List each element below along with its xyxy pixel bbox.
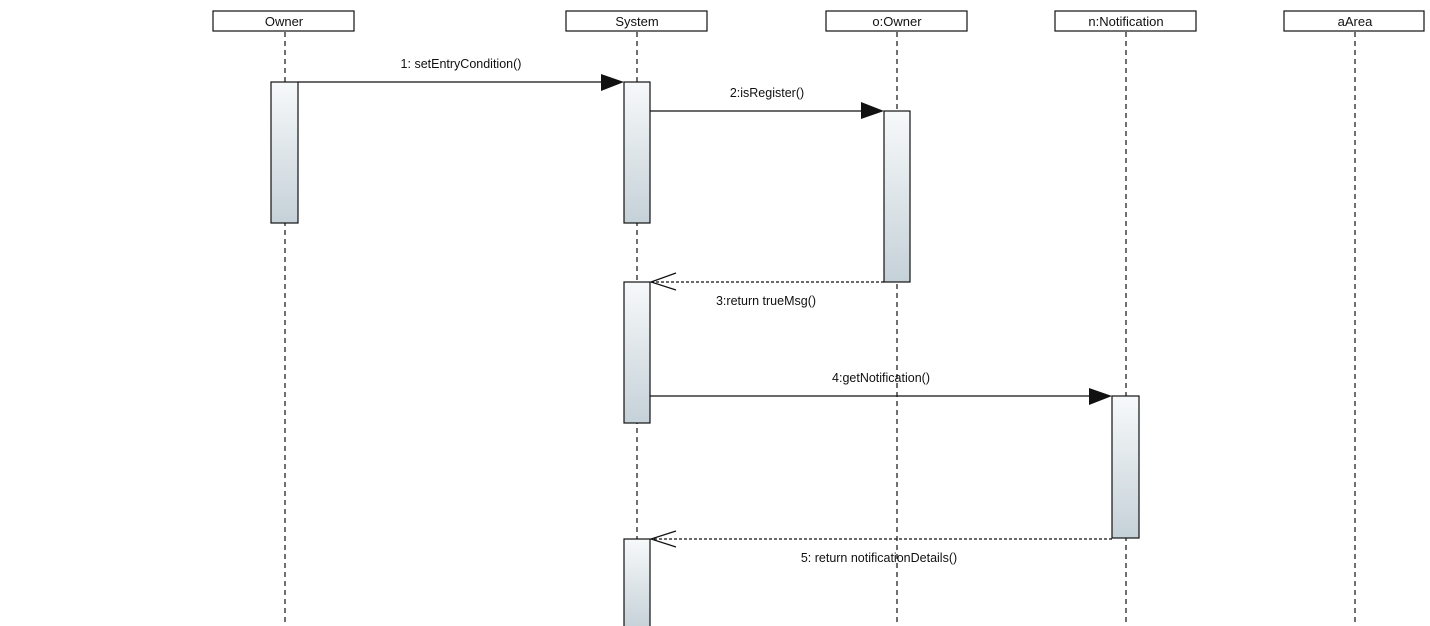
participant-box bbox=[1054, 10, 1197, 32]
activation-bar-n-notification bbox=[1111, 395, 1140, 539]
filled-arrowhead-icon bbox=[601, 74, 624, 91]
message-1[interactable]: 1: setEntryCondition() bbox=[298, 57, 624, 91]
filled-arrowhead-icon bbox=[861, 102, 884, 119]
message-label: 5: return notificationDetails() bbox=[801, 551, 957, 565]
activation-bar-owner bbox=[270, 81, 299, 224]
participant-a-area[interactable]: aArea bbox=[1283, 10, 1425, 32]
participant-label: n:Notification bbox=[1088, 14, 1163, 29]
participant-n-notification[interactable]: n:Notification bbox=[1054, 10, 1197, 32]
participant-label: System bbox=[615, 14, 658, 29]
participant-label: Owner bbox=[265, 14, 304, 29]
activation-bar-system-1 bbox=[623, 81, 651, 224]
open-arrowhead-icon bbox=[649, 272, 677, 291]
participant-box bbox=[825, 10, 968, 32]
message-2[interactable]: 2:isRegister() bbox=[650, 86, 884, 119]
message-label: 2:isRegister() bbox=[730, 86, 804, 100]
participant-owner[interactable]: Owner bbox=[212, 10, 355, 32]
participant-system[interactable]: System bbox=[565, 10, 708, 32]
participant-label: aArea bbox=[1338, 14, 1373, 29]
activation-bar-system-3 bbox=[623, 538, 651, 626]
activation-bar-system-2 bbox=[623, 281, 651, 424]
participant-label: o:Owner bbox=[872, 14, 922, 29]
message-label: 3:return trueMsg() bbox=[716, 294, 816, 308]
participant-o-owner[interactable]: o:Owner bbox=[825, 10, 968, 32]
message-3[interactable]: 3:return trueMsg() bbox=[649, 272, 884, 308]
message-label: 1: setEntryCondition() bbox=[401, 57, 522, 71]
filled-arrowhead-icon bbox=[1089, 388, 1112, 405]
message-4[interactable]: 4:getNotification() bbox=[650, 371, 1112, 405]
activation-bar-o-owner bbox=[883, 110, 911, 283]
message-5[interactable]: 5: return notificationDetails() bbox=[649, 530, 1112, 565]
participant-box bbox=[212, 10, 355, 32]
message-label: 4:getNotification() bbox=[832, 371, 930, 385]
participant-box bbox=[565, 10, 708, 32]
open-arrowhead-icon bbox=[649, 530, 677, 548]
participant-box bbox=[1283, 10, 1425, 32]
